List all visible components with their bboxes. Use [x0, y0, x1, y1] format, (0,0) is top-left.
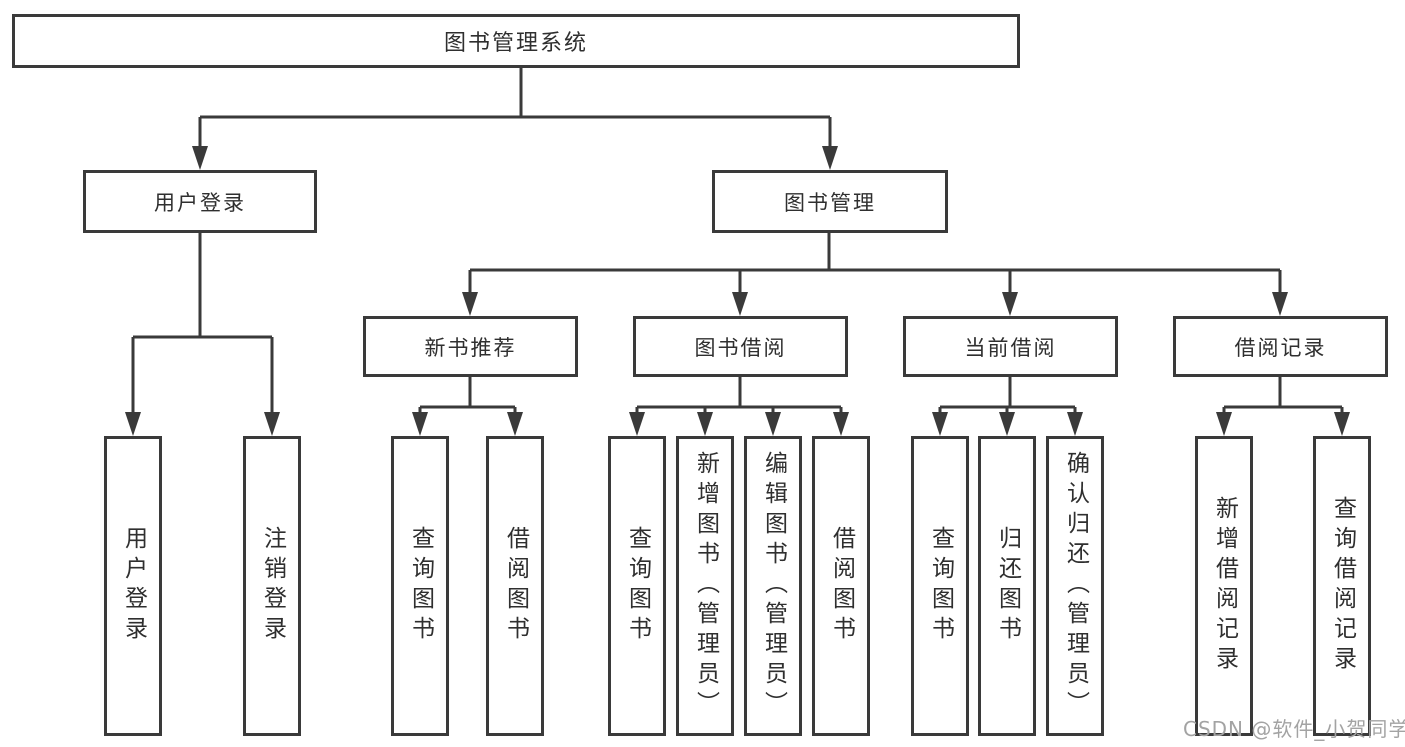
node-new-book-recommend-label: 新书推荐 — [424, 335, 517, 360]
node-book-borrow-label: 图书借阅 — [694, 335, 787, 360]
watermark-text: CSDN @软件_小贺同学 — [1183, 717, 1405, 741]
leaf-query-book-borrow: 查询图书 — [608, 436, 666, 736]
leaf-query-book-borrow-label: 查询图书 — [624, 526, 651, 646]
leaf-add-borrow-record-label: 新增借阅记录 — [1211, 496, 1238, 676]
node-root-label: 图书管理系统 — [443, 31, 588, 56]
leaf-confirm-return-admin-label: 确认归还（管理员） — [1062, 451, 1089, 721]
node-borrow-record: 借阅记录 — [1173, 316, 1388, 377]
leaf-add-book-admin: 新增图书（管理员） — [676, 436, 734, 736]
node-current-borrow-label: 当前借阅 — [964, 335, 1057, 360]
leaf-borrow-book-label: 借阅图书 — [828, 526, 855, 646]
leaf-borrow-book: 借阅图书 — [812, 436, 870, 736]
node-book-mgmt: 图书管理 — [712, 170, 948, 233]
node-book-borrow: 图书借阅 — [633, 316, 848, 377]
leaf-query-borrow-record-label: 查询借阅记录 — [1329, 496, 1356, 676]
leaf-logout-label: 注销登录 — [259, 526, 286, 646]
leaf-user-login-label: 用户登录 — [120, 526, 147, 646]
leaf-borrow-book-recommend-label: 借阅图书 — [502, 526, 529, 646]
node-book-mgmt-label: 图书管理 — [784, 190, 876, 215]
leaf-add-book-admin-label: 新增图书（管理员） — [692, 451, 719, 721]
node-root: 图书管理系统 — [12, 14, 1020, 68]
leaf-return-book-label: 归还图书 — [994, 526, 1021, 646]
leaf-query-book-current: 查询图书 — [911, 436, 969, 736]
leaf-borrow-book-recommend: 借阅图书 — [486, 436, 544, 736]
leaf-edit-book-admin-label: 编辑图书（管理员） — [760, 451, 787, 721]
leaf-add-borrow-record: 新增借阅记录 — [1195, 436, 1253, 736]
node-user-login: 用户登录 — [83, 170, 317, 233]
leaf-edit-book-admin: 编辑图书（管理员） — [744, 436, 802, 736]
leaf-logout: 注销登录 — [243, 436, 301, 736]
leaf-query-borrow-record: 查询借阅记录 — [1313, 436, 1371, 736]
leaf-confirm-return-admin: 确认归还（管理员） — [1046, 436, 1104, 736]
leaf-query-book-current-label: 查询图书 — [927, 526, 954, 646]
node-new-book-recommend: 新书推荐 — [363, 316, 578, 377]
node-user-login-label: 用户登录 — [154, 190, 246, 215]
leaf-query-book-recommend: 查询图书 — [391, 436, 449, 736]
node-current-borrow: 当前借阅 — [903, 316, 1118, 377]
leaf-user-login: 用户登录 — [104, 436, 162, 736]
leaf-query-book-recommend-label: 查询图书 — [407, 526, 434, 646]
leaf-return-book: 归还图书 — [978, 436, 1036, 736]
node-borrow-record-label: 借阅记录 — [1234, 335, 1327, 360]
